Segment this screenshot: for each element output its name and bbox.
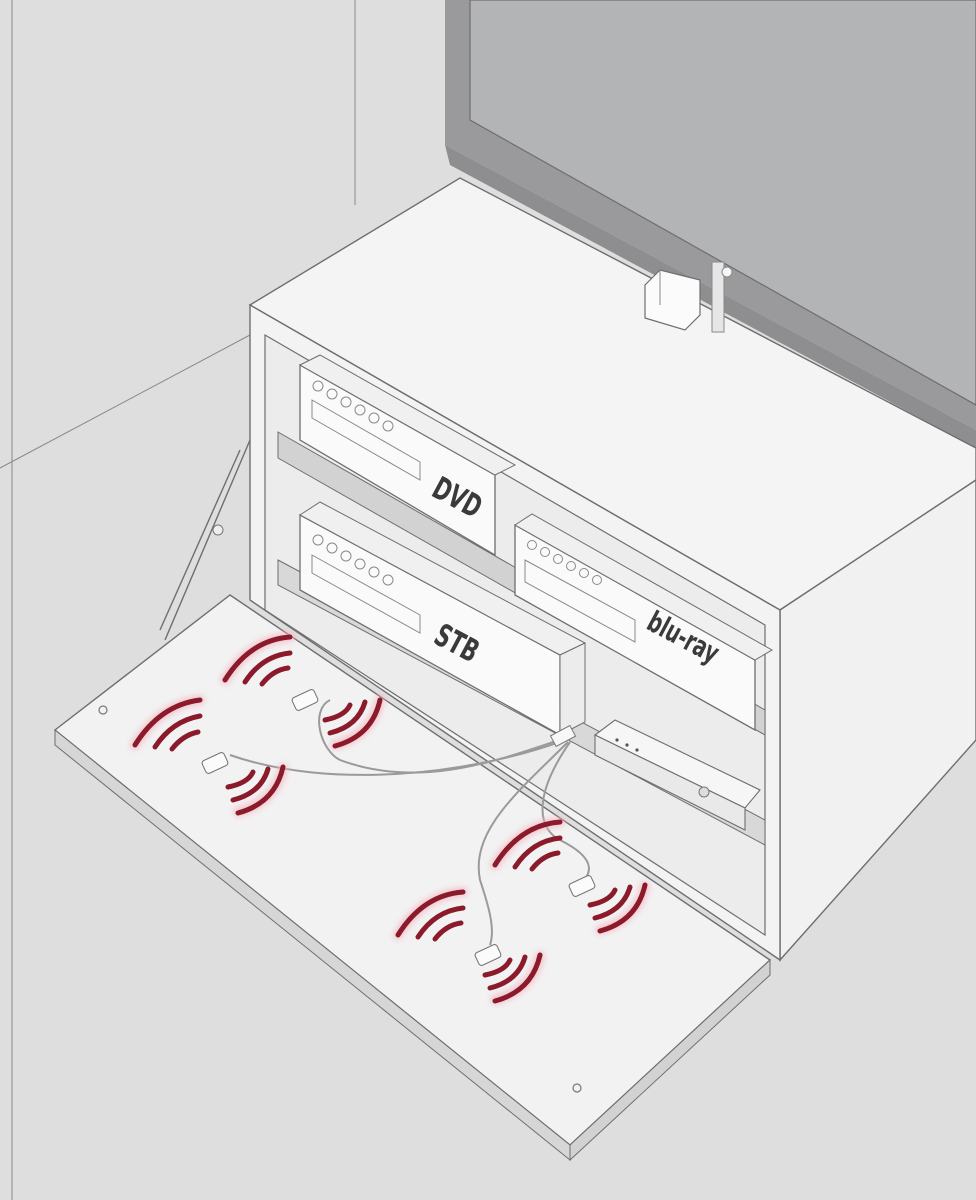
ir-signal-waves: [130, 632, 650, 1005]
stb-buttons: [312, 534, 394, 586]
device-dvd: DVD: [298, 354, 517, 557]
flap-stay-arm: [159, 439, 251, 641]
ir-emitter-1: [291, 689, 319, 711]
ir-cables: [229, 699, 590, 946]
ir-emitter-2: [201, 752, 229, 774]
device-bluray: blu-ray: [514, 513, 773, 732]
ir-emitter-4: [474, 944, 502, 966]
device-ir-hub: [593, 719, 761, 831]
cabinet-flap: [53, 594, 772, 1162]
dvd-buttons: [312, 380, 394, 432]
ir-emitters: [201, 689, 596, 966]
ir-receiver: [644, 261, 733, 333]
tv: [445, 0, 976, 448]
ir-emitter-3: [568, 875, 596, 897]
device-stb: STB: [299, 501, 587, 737]
bluray-buttons: [527, 540, 602, 585]
